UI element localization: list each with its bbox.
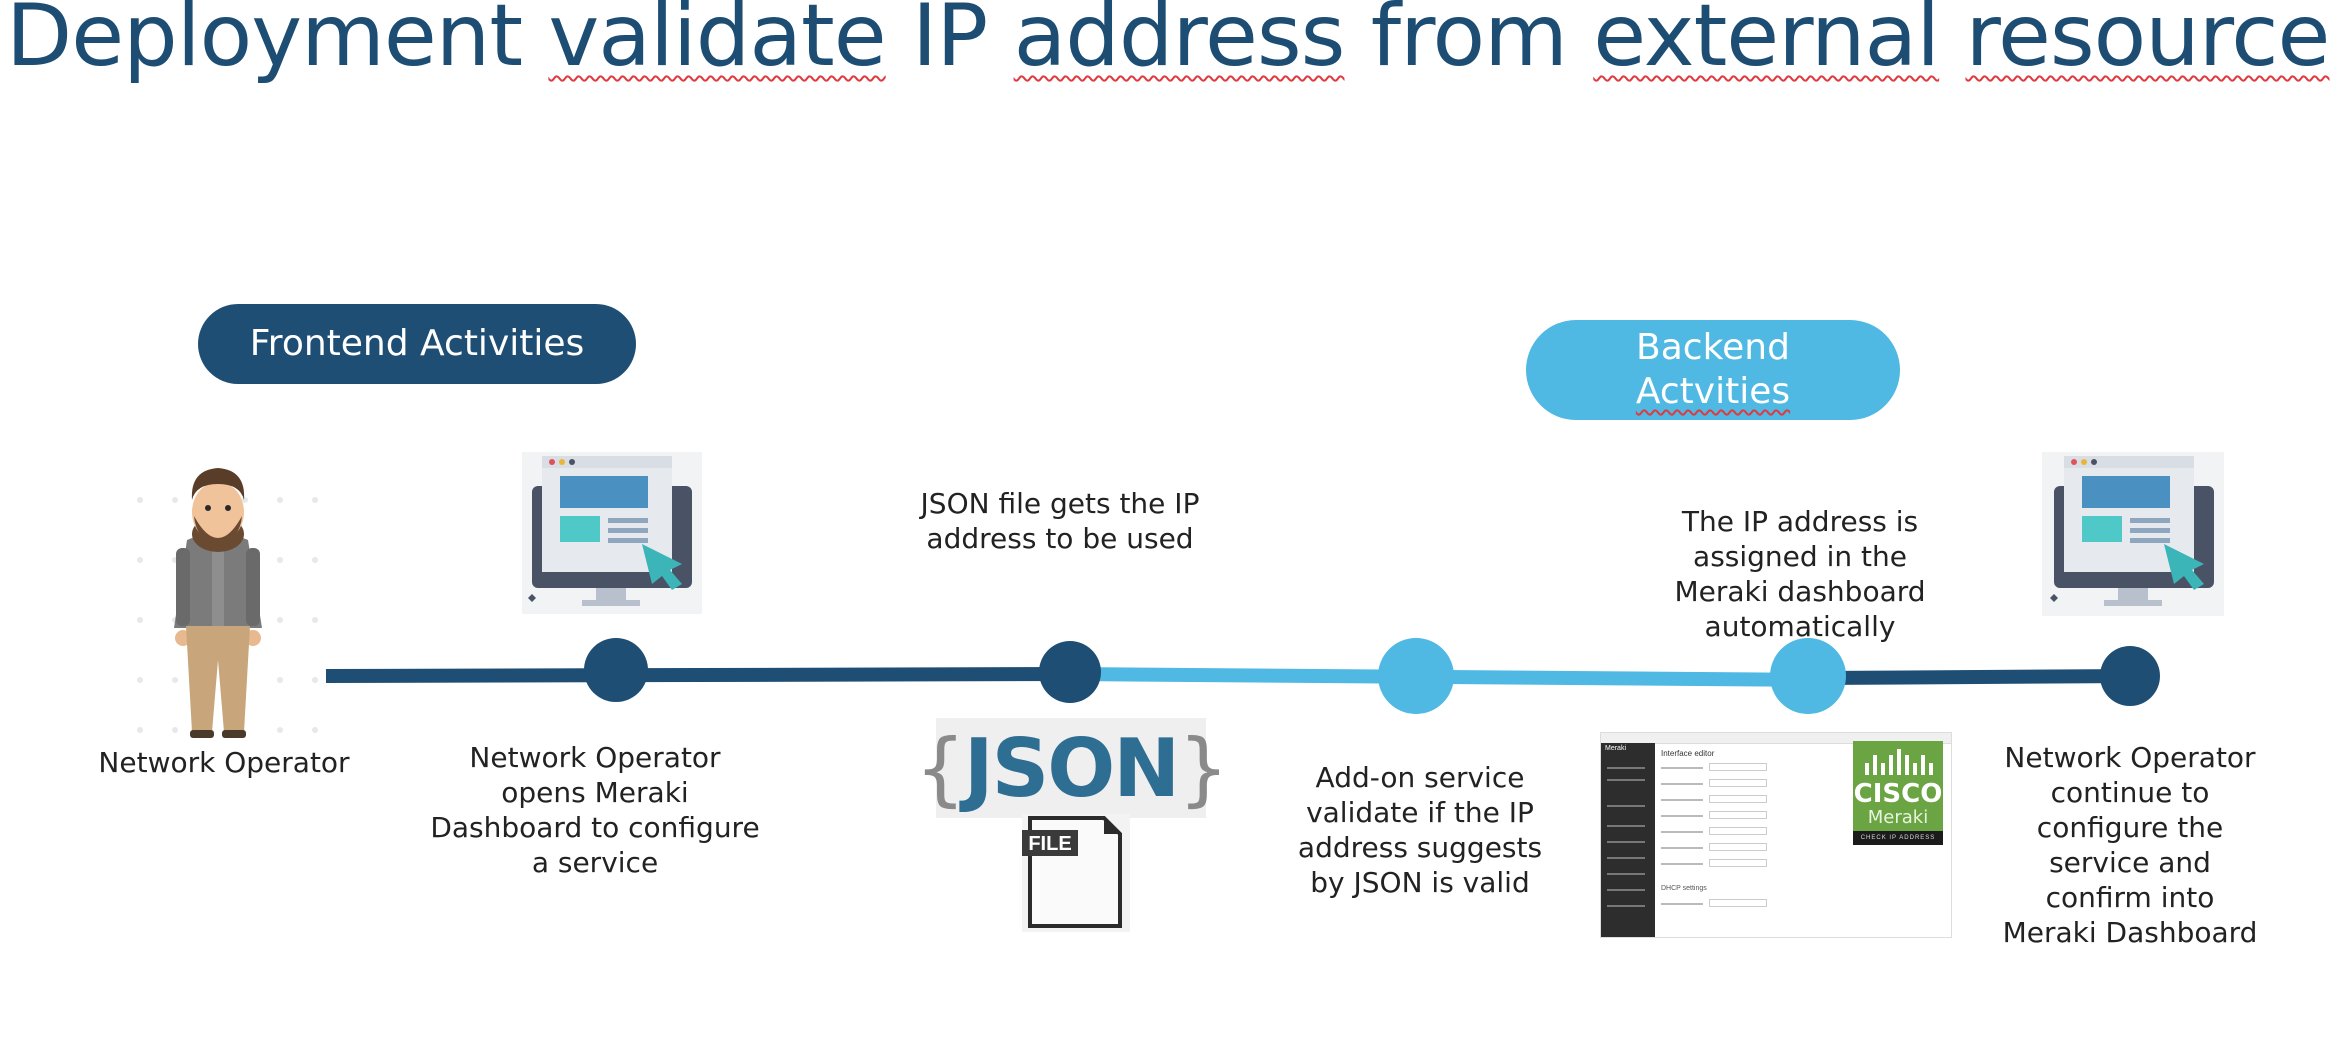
dashboard-monitor-icon [528,456,692,606]
form-label [1661,863,1703,865]
cisco-bars-logo-icon [1865,749,1933,775]
form-field [1709,763,1767,771]
page-title: Deployment validate IP address from exte… [6,0,2331,86]
title-word: resource [1965,0,2331,86]
step-label-confirm: Network Operator continue to configure t… [2002,741,2258,949]
json-brace-close: } [1178,721,1229,815]
dashboard-sidebar: Meraki [1601,743,1655,937]
form-field [1709,811,1767,819]
title-word: Deployment [6,0,549,86]
sidebar-item [1607,825,1645,827]
form-label [1661,767,1703,769]
sidebar-item [1607,857,1645,859]
timeline-segment-frontend [325,667,1071,683]
form-field [1709,779,1767,787]
operator-label: Network Operator [98,746,350,779]
backend-phase-label-line1: Backend [1636,327,1790,368]
title-word: address [1013,0,1346,86]
title-word: from [1344,0,1594,86]
file-icon: FILE [1022,814,1130,932]
json-brace-open: { [914,721,966,815]
sidebar-item [1607,767,1645,769]
step-label-open-dashboard: Network Operator opens Meraki Dashboard … [430,741,760,879]
form-label [1661,815,1703,817]
timeline-node [1039,641,1101,703]
timeline-segment-frontend [1817,669,2137,685]
form-field [1709,859,1767,867]
timeline-node [1378,638,1454,714]
timeline-node [1770,638,1846,714]
brand-caption: CHECK IP ADDRESS [1853,831,1943,845]
cisco-meraki-badge: CISCO Meraki CHECK IP ADDRESS [1853,741,1943,845]
form-field [1709,899,1767,907]
file-document-icon: FILE [1022,816,1122,928]
sidebar-item [1607,805,1645,807]
backend-phase-label-line2: Actvities [1635,371,1791,412]
form-label [1661,847,1703,849]
brand-product: Meraki [1867,807,1929,828]
frontend-phase-label: Frontend Activities [249,323,585,364]
json-logo: {JSON} [915,718,1229,818]
brand-name: CISCO [1853,779,1943,809]
form-label [1661,783,1703,785]
network-operator-person-icon [174,468,262,738]
browser-bar [1601,733,1951,744]
step-label-validate: Add-on service validate if the IP addres… [1297,761,1543,899]
title-word: external [1593,0,1940,86]
form-label [1661,831,1703,833]
form-field [1709,843,1767,851]
form-field [1709,827,1767,835]
sidebar-item [1607,889,1645,891]
step-label-assign-ip: The IP address is assigned in the Meraki… [1674,505,1926,643]
sidebar-item [1607,905,1645,907]
json-word: JSON [963,721,1180,815]
title-word: IP [885,0,1014,86]
form-field [1709,795,1767,803]
backend-phase-pill: Backend Actvities [1526,320,1900,420]
dashboard-monitor-icon [2050,456,2214,606]
file-tag-text: FILE [1028,833,1071,855]
meraki-dashboard-screenshot: Meraki Interface editor DHCP settings CI… [1600,732,1952,938]
frontend-phase-pill: Frontend Activities [198,304,636,384]
timeline-node [584,638,648,702]
sidebar-item [1607,841,1645,843]
step-label-json-ip: JSON file gets the IP address to be used [920,487,1200,555]
sidebar-item [1607,873,1645,875]
title-word: validate [548,0,886,86]
form-label [1661,799,1703,801]
form-label [1661,903,1703,905]
dashboard-section-heading: DHCP settings [1661,885,1707,892]
json-logo-text: {JSON} [914,721,1229,815]
dashboard-heading: Interface editor [1661,749,1715,758]
dashboard-brand: Meraki [1605,745,1627,752]
timeline-node [2100,646,2160,706]
sidebar-item [1607,779,1645,781]
